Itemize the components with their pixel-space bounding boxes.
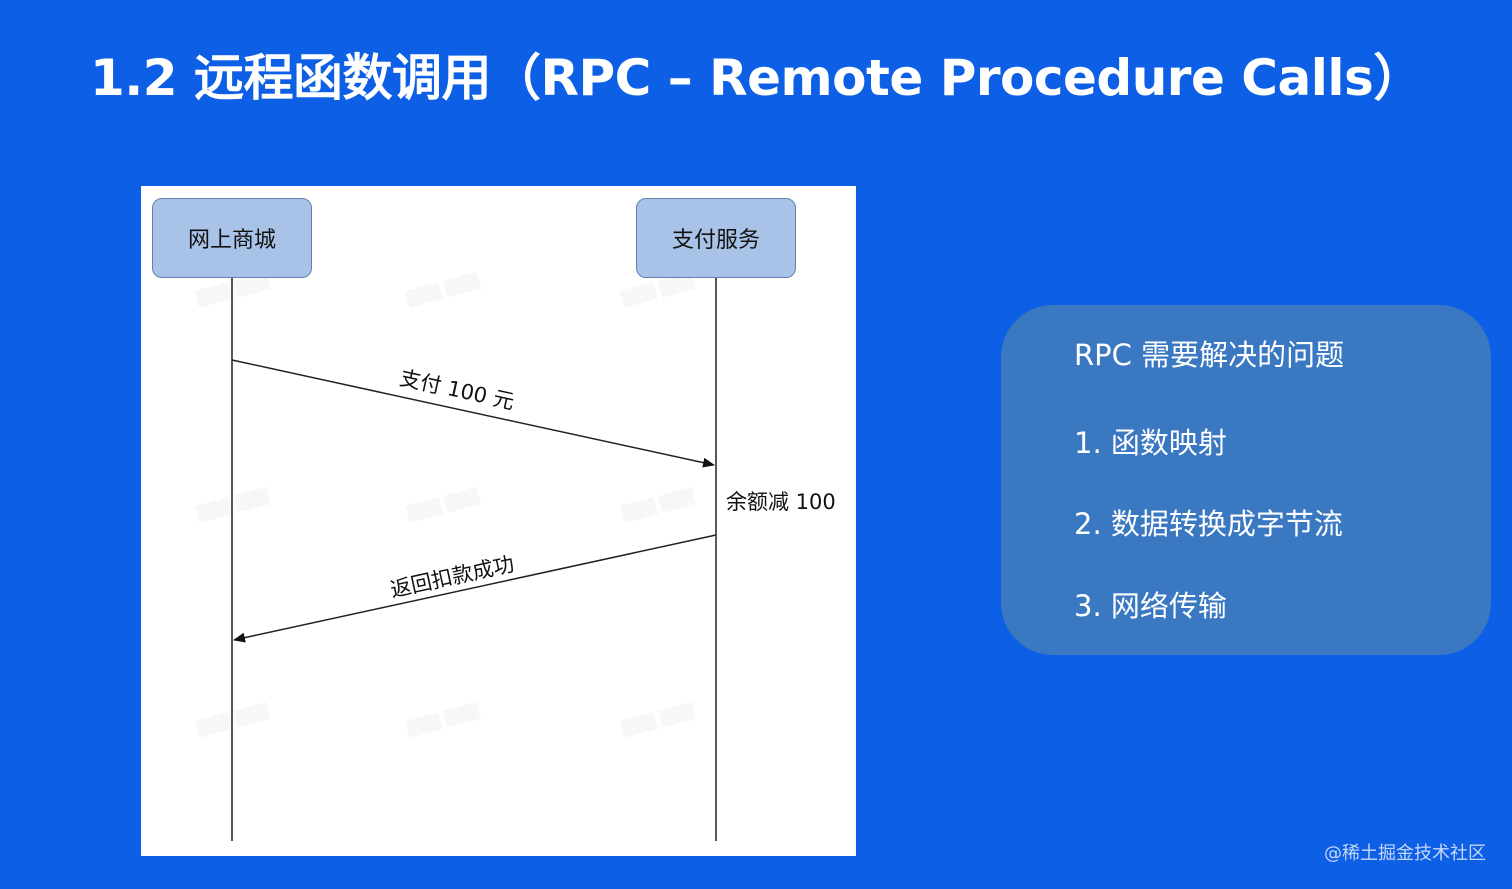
- message-arrow-pay: [231, 359, 715, 468]
- slide-title: 1.2 远程函数调用（RPC – Remote Procedure Calls）: [90, 49, 1423, 107]
- actor-online-mall: 网上商城: [152, 198, 312, 278]
- rpc-problems-panel: RPC 需要解决的问题 1. 函数映射 2. 数据转换成字节流 3. 网络传输: [1001, 305, 1491, 655]
- diagram-lines: [231, 278, 717, 841]
- sequence-diagram: ▒▒▒ ▒▒▒ ▒▒▒ ▒▒▒ ▒▒▒ ▒▒▒ ▒▒▒ ▒▒▒ ▒▒▒ ▒▒▒ …: [141, 186, 856, 856]
- balance-note: 余额减 100: [726, 490, 836, 514]
- problems-heading: RPC 需要解决的问题: [1074, 338, 1345, 372]
- message-arrow-return: [233, 534, 717, 643]
- problem-item: 1. 函数映射: [1074, 426, 1227, 460]
- source-credit: @稀土掘金技术社区: [1324, 843, 1486, 864]
- actor-payment-service: 支付服务: [636, 198, 796, 278]
- problem-item: 3. 网络传输: [1074, 589, 1227, 623]
- problem-item: 2. 数据转换成字节流: [1074, 507, 1343, 541]
